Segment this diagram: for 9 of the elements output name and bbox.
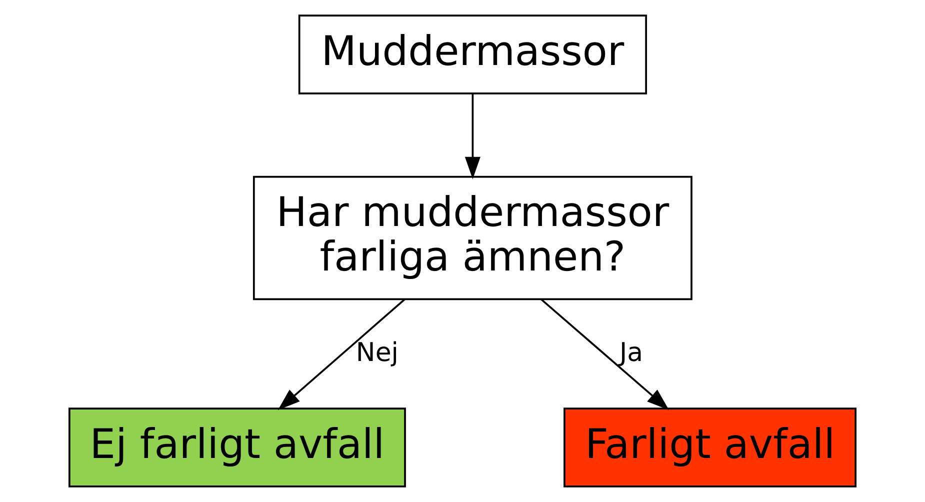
node-box: Farligt avfall xyxy=(564,408,857,488)
node-box: Har muddermassor farliga ämnen? xyxy=(252,176,692,300)
edge-label: Ja xyxy=(619,338,644,368)
node-box: Ej farligt avfall xyxy=(68,408,406,488)
node-box: Muddermassor xyxy=(298,14,647,94)
arrow xyxy=(278,298,406,410)
arrow xyxy=(540,298,670,410)
arrow xyxy=(464,94,480,180)
edge-label: Nej xyxy=(356,338,398,368)
